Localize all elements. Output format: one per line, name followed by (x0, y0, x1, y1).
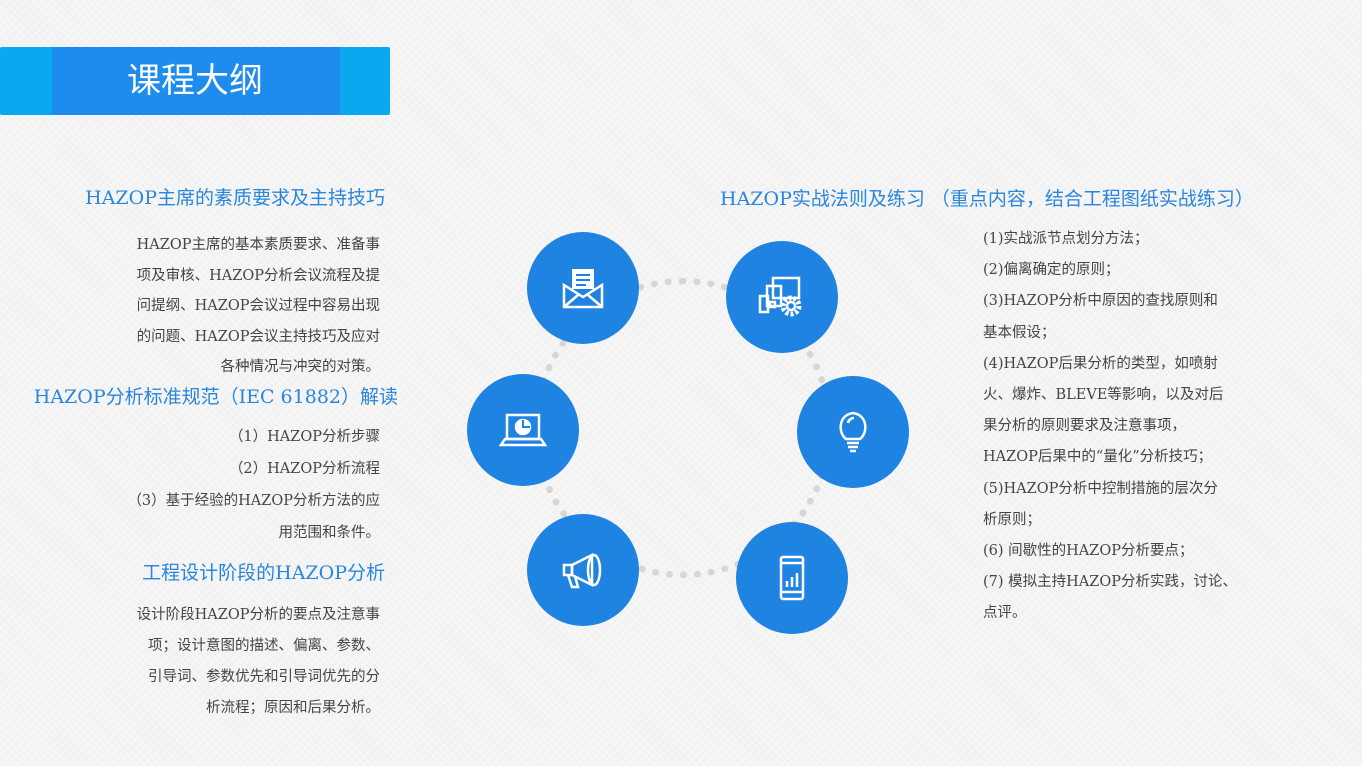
phone-chart-icon (779, 555, 805, 601)
text-line: （3）基于经验的HAZOP分析方法的应 (127, 493, 380, 509)
circle-megaphone (527, 514, 639, 626)
section-body: 设计阶段HAZOP分析的要点及注意事 项；设计意图的描述、偏离、参数、 引导词、… (137, 600, 380, 724)
text-line: 的问题、HAZOP会议主持技巧及应对 (136, 328, 380, 345)
page-title: 课程大纲 (127, 61, 263, 101)
text-line: （2）HAZOP分析流程 (228, 461, 380, 477)
text-line: （1）HAZOP分析步骤 (228, 429, 380, 445)
section-body: HAZOP主席的基本素质要求、准备事 项及审核、HAZOP分析会议流程及提 问提… (137, 230, 380, 383)
text-line: 各种情况与冲突的对策。 (220, 359, 381, 375)
text-line: 设计阶段HAZOP分析的要点及注意事 (136, 607, 380, 623)
lightbulb-icon (839, 411, 867, 453)
text-line: (7) 模拟主持HAZOP分析实践，讨论、 (983, 574, 1237, 591)
circle-document (527, 232, 639, 344)
text-line: (1)实战派节点划分方法； (983, 231, 1149, 247)
section-heading: HAZOP分析标准规范（IEC 61882）解读 (33, 386, 398, 408)
laptop-chart-icon (498, 413, 548, 447)
text-line: 引导词、参数优先和引导词优先的分 (148, 669, 380, 685)
section-heading: HAZOP主席的素质要求及主持技巧 (85, 187, 385, 209)
text-line: HAZOP主席的基本素质要求、准备事 (136, 237, 380, 253)
text-line: 基本假设； (983, 324, 1056, 341)
section-heading: 工程设计阶段的HAZOP分析 (142, 562, 385, 584)
circle-laptop (467, 374, 579, 486)
text-line: 项及审核、HAZOP分析会议流程及提 (136, 267, 380, 284)
document-mail-icon (562, 269, 604, 309)
text-line: 火、爆炸、BLEVE等影响，以及对后 (983, 387, 1224, 404)
text-line: 点评。 (983, 605, 1027, 622)
section-heading: HAZOP实战法则及练习 （重点内容，结合工程图纸实战练习） (720, 188, 1254, 210)
text-line: (2)偏离确定的原则； (983, 262, 1120, 279)
circle-phone (736, 522, 848, 634)
megaphone-icon (562, 552, 602, 589)
text-line: HAZOP后果中的“量化”分析技巧； (983, 449, 1213, 466)
circle-devices (726, 241, 838, 353)
text-line: (5)HAZOP分析中控制措施的层次分 (983, 480, 1218, 497)
title-banner: 课程大纲 (0, 47, 390, 115)
section-body: （1）HAZOP分析步骤 （2）HAZOP分析流程 （3）基于经验的HAZOP分… (127, 421, 380, 549)
section-body: (1)实战派节点划分方法； (2)偏离确定的原则； (3)HAZOP分析中原因的… (983, 224, 1237, 630)
text-line: 用范围和条件。 (278, 525, 381, 541)
text-line: (6) 间歇性的HAZOP分析要点； (983, 543, 1194, 560)
text-line: 果分析的原则要求及注意事项， (983, 418, 1186, 435)
circle-lightbulb (797, 376, 909, 488)
devices-gear-icon (758, 276, 802, 317)
text-line: 问提纲、HAZOP会议过程中容易出现 (136, 298, 380, 314)
text-line: 析流程；原因和后果分析。 (206, 700, 380, 716)
text-line: (4)HAZOP后果分析的类型，如喷射 (983, 355, 1218, 372)
text-line: (3)HAZOP分析中原因的查找原则和 (983, 293, 1218, 310)
text-line: 项；设计意图的描述、偏离、参数、 (148, 638, 380, 654)
title-banner-inner (52, 47, 340, 115)
text-line: 析原则； (983, 511, 1041, 528)
